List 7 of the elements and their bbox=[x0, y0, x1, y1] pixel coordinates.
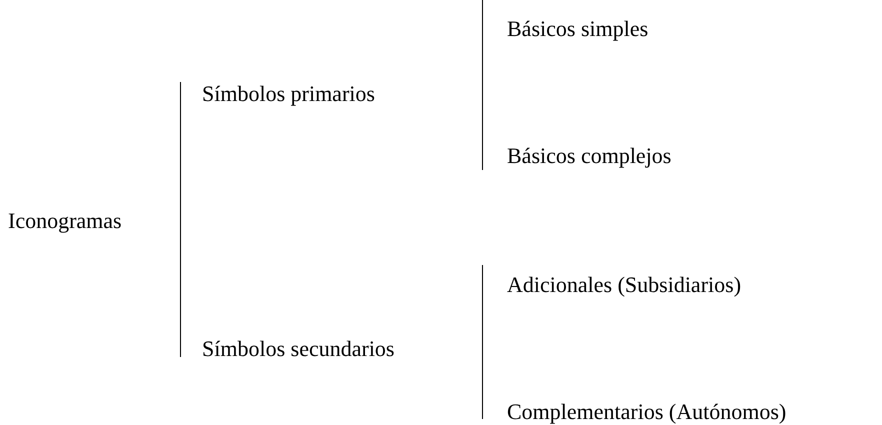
node-label: Básicos simples bbox=[507, 16, 648, 42]
node-label: Adicionales (Subsidiarios) bbox=[507, 272, 742, 298]
node-label: Símbolos primarios bbox=[202, 81, 375, 107]
node-label: Iconogramas bbox=[8, 208, 122, 234]
node-label: Complementarios (Autónomos) bbox=[507, 399, 786, 425]
node-label: Básicos complejos bbox=[507, 143, 672, 169]
node-label: Símbolos secundarios bbox=[202, 336, 394, 362]
